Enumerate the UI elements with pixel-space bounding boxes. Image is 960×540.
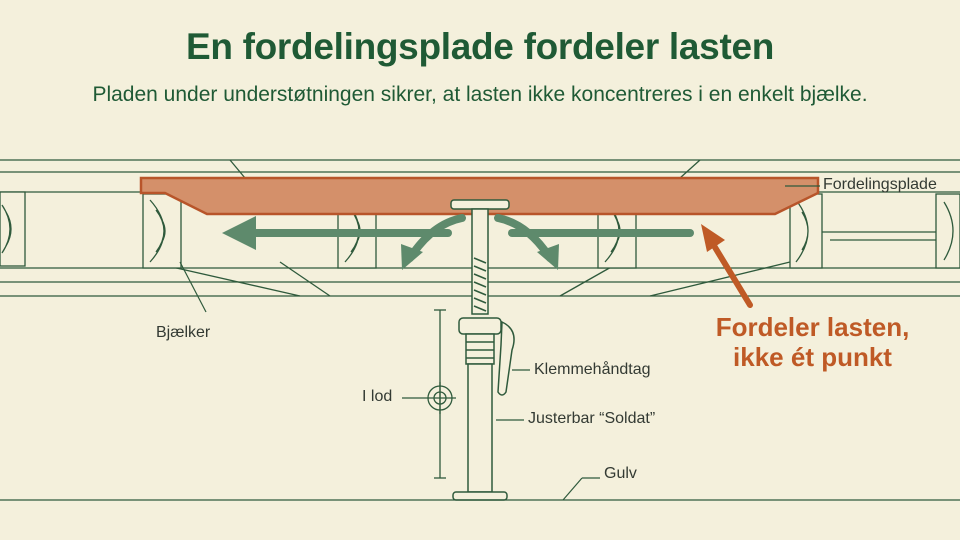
label-plate: Fordelingsplade (823, 176, 937, 193)
arrow-heads (222, 216, 559, 270)
joist-right-edge (935, 193, 960, 269)
prop-coil (465, 333, 495, 365)
diagram-title: En fordelingsplade fordeler lasten (185, 26, 775, 67)
joist-4 (789, 193, 823, 269)
joist-1 (142, 193, 182, 269)
clamp-handle-icon (497, 320, 515, 396)
prop-clamp-collar (458, 317, 502, 335)
joist-left-edge (0, 191, 26, 267)
label-clamp-handle: Klemmehåndtag (534, 361, 651, 378)
prop-inner-tube (471, 208, 489, 315)
callout-arrow (701, 224, 753, 308)
arrowhead-left (222, 216, 256, 250)
arrowhead-right-down (537, 244, 559, 270)
prop-thread (473, 257, 487, 312)
distribution-plate (139, 176, 820, 216)
prop-outer-tube (467, 363, 493, 493)
callout-line-2: ikke ét punkt (733, 342, 892, 372)
leader-lines (179, 185, 820, 501)
callout-line-1: Fordeler lasten, (715, 312, 910, 342)
label-prop: Justerbar “Soldat” (528, 410, 656, 427)
adjustable-prop (450, 199, 515, 501)
plumb-indicator (424, 309, 456, 479)
label-joists: Bjælker (156, 324, 211, 341)
label-floor: Gulv (604, 465, 637, 482)
callout-text: Fordeler lasten, ikke ét punkt (690, 312, 935, 372)
prop-base-plate (452, 491, 508, 501)
diagram-subtitle: Pladen under understøtningen sikrer, at … (92, 83, 868, 106)
label-plumb: I lod (362, 388, 393, 405)
crosshair-icon (424, 382, 456, 414)
arrowhead-left-down (401, 244, 423, 270)
prop-head-plate (450, 199, 510, 210)
